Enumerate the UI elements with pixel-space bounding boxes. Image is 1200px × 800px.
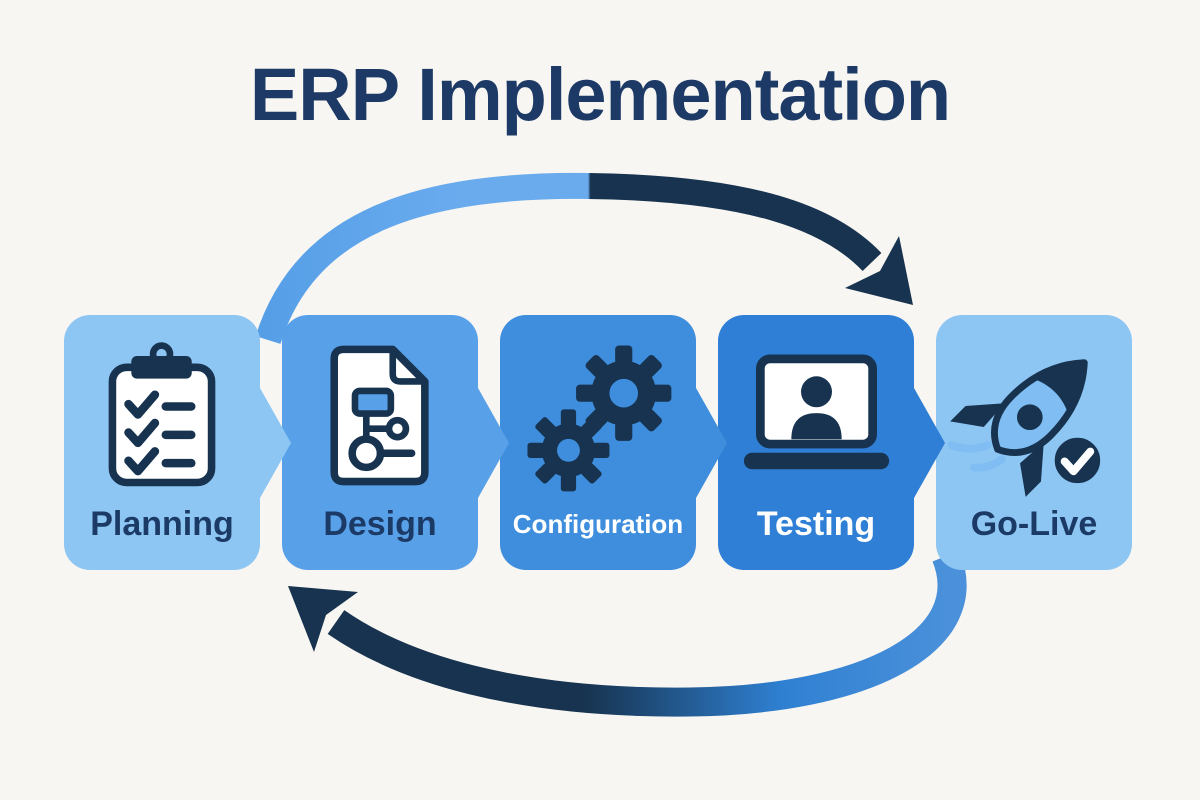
stage-label: Configuration <box>512 509 684 539</box>
large-gear <box>576 345 672 441</box>
stage-label: Planning <box>90 505 234 543</box>
chevron-right-connector <box>696 387 727 498</box>
bottom-arrowhead <box>288 586 358 652</box>
stage-label: Go-Live <box>970 505 1098 543</box>
stage-card-golive: Go-Live <box>936 315 1132 570</box>
laptop-user-icon <box>734 315 899 505</box>
chevron-right-connector <box>914 387 945 498</box>
gears-icon <box>517 315 679 509</box>
clipboard-checklist-icon <box>103 315 221 505</box>
chevron-right-connector <box>260 387 291 498</box>
flowchart-document-icon <box>321 315 439 505</box>
chevron-right-connector <box>478 387 509 498</box>
top-cycle-arrow <box>255 172 913 345</box>
stage-card-design: Design <box>282 315 509 570</box>
stage-label: Testing <box>756 505 876 543</box>
small-gear <box>527 409 610 492</box>
page-title: ERP Implementation <box>249 53 951 136</box>
stage-card-testing: Testing <box>718 315 945 570</box>
stage-label: Design <box>323 505 437 543</box>
stage-card-planning: Planning <box>64 315 291 570</box>
top-arrowhead <box>845 236 913 305</box>
check-badge <box>1048 431 1107 490</box>
rocket-check-icon <box>947 315 1113 505</box>
bottom-cycle-arrow <box>288 550 967 717</box>
stage-card-configuration: Configuration <box>500 315 727 570</box>
stages-row: Planning Design <box>64 315 1132 570</box>
